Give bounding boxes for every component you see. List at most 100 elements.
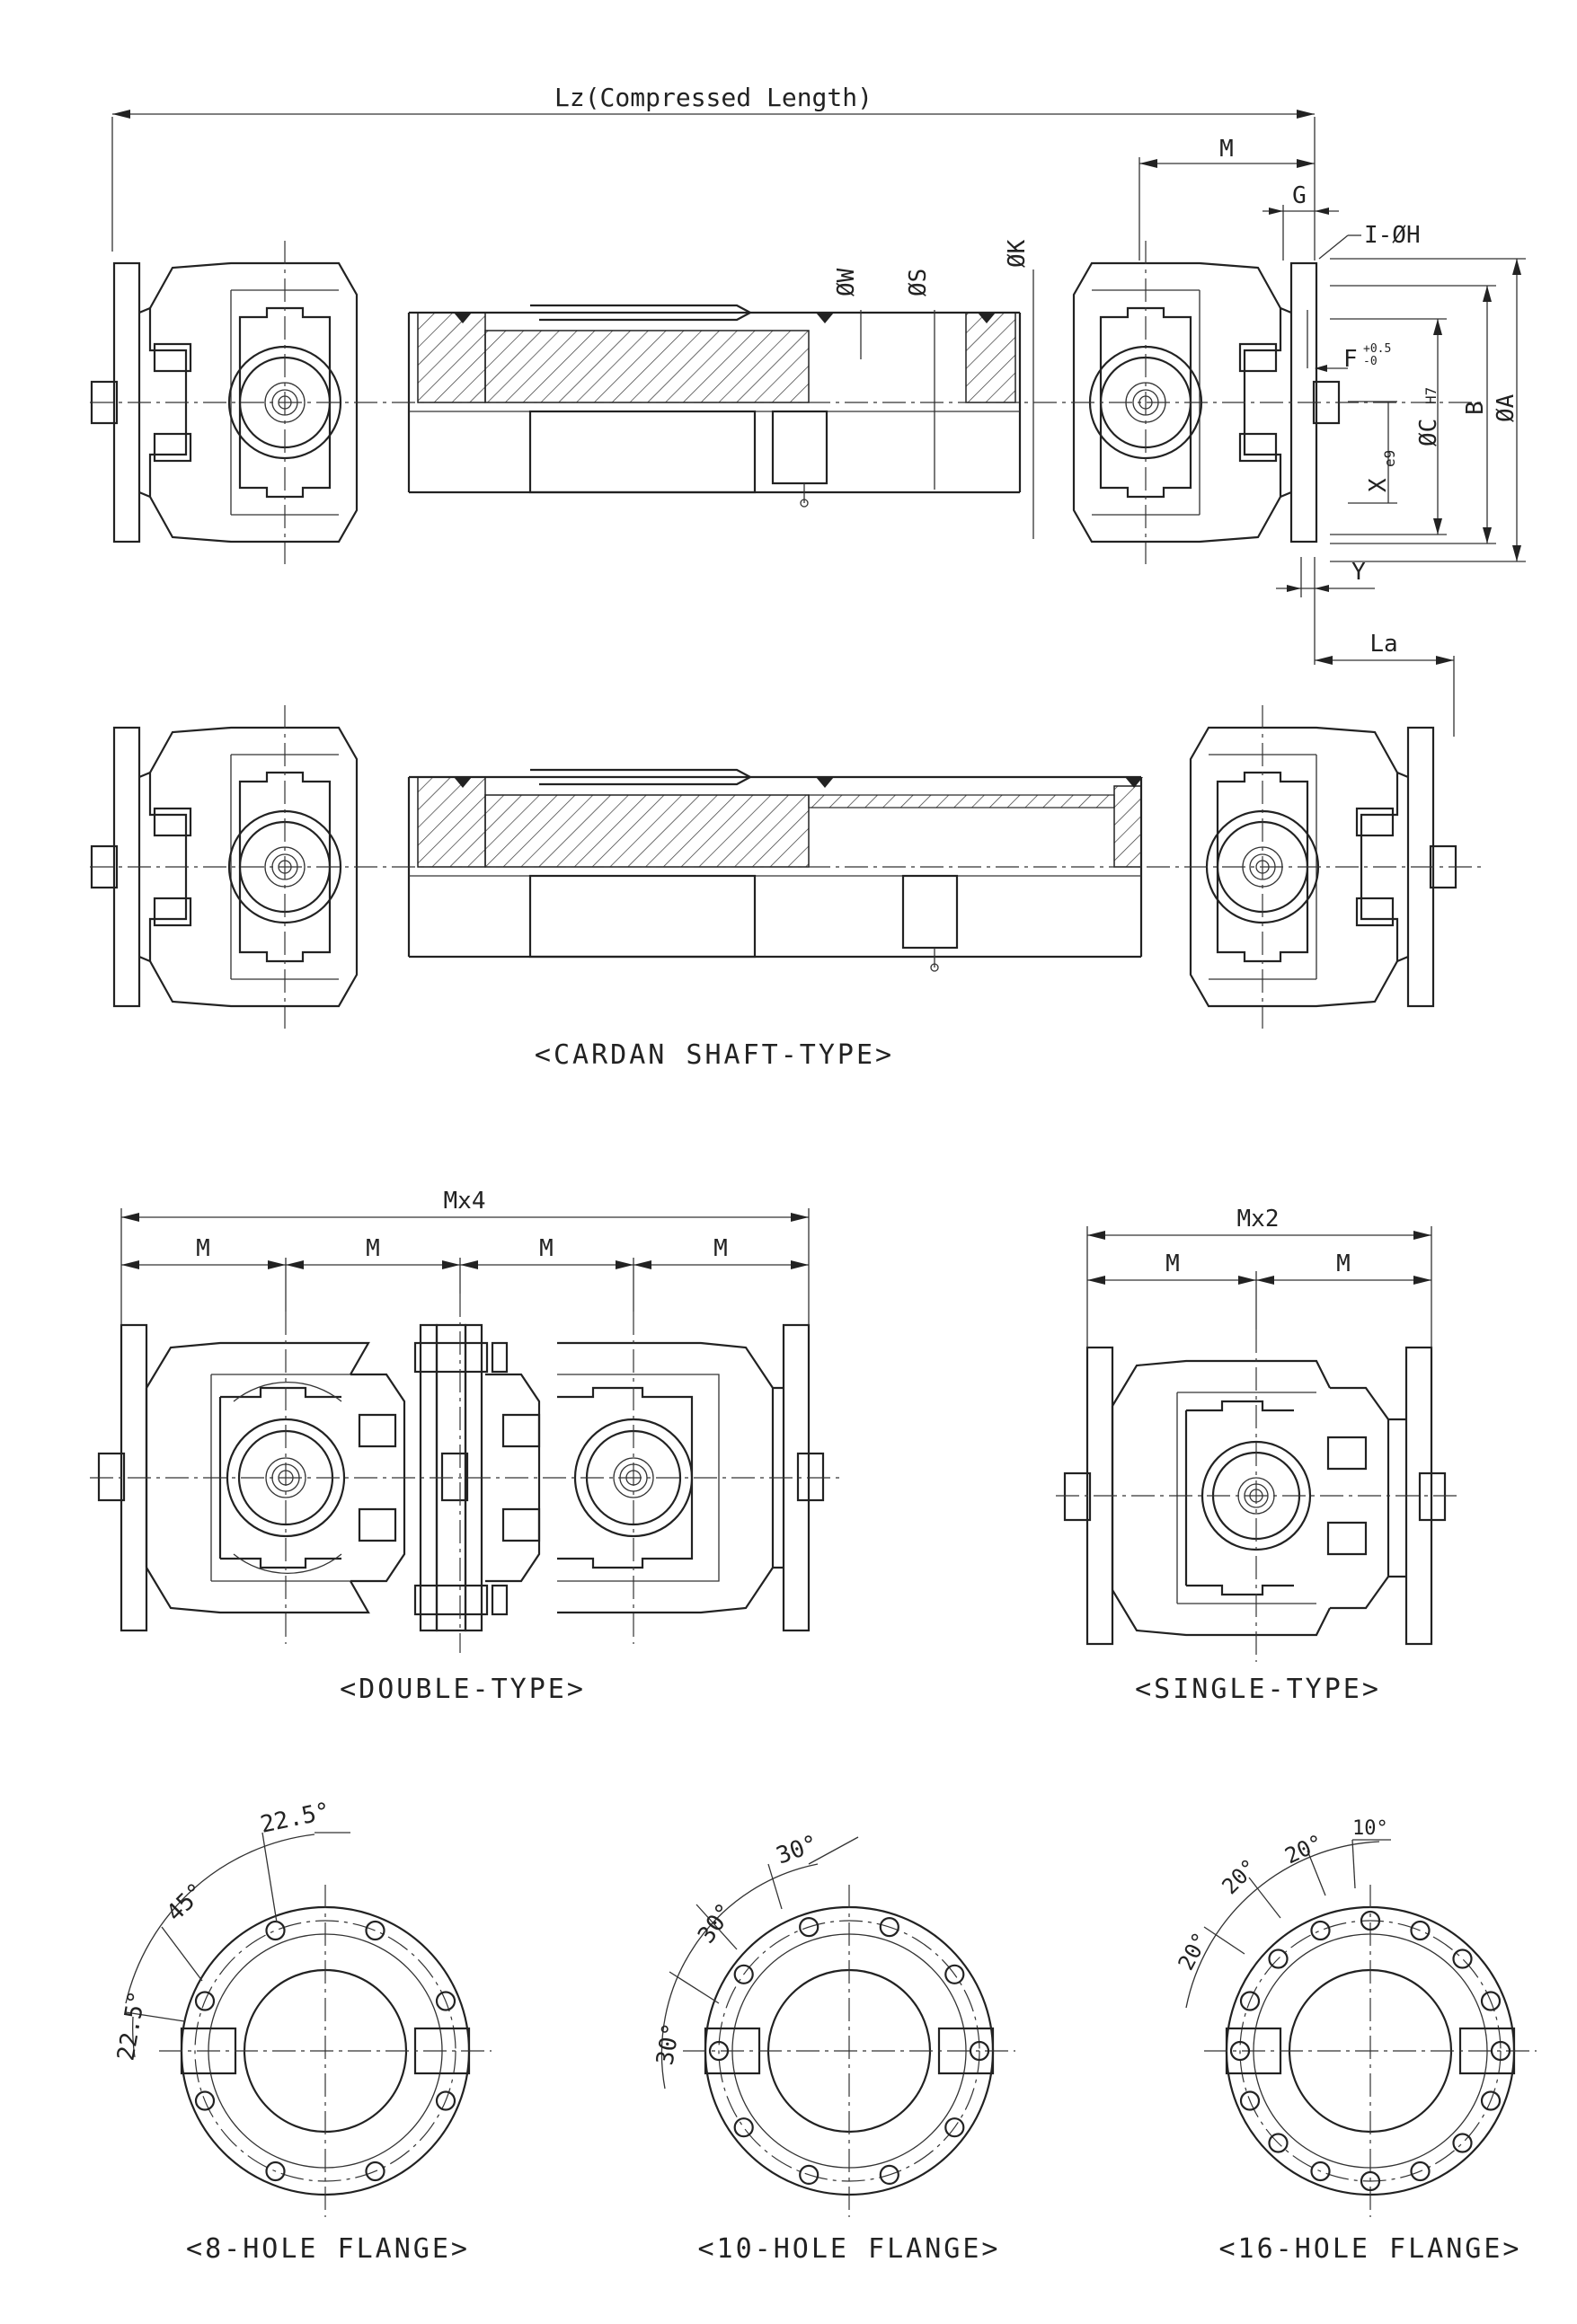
flange16-bolt-hole-9 [1229,2040,1251,2062]
flange16-bolt-hole-6 [1310,2161,1331,2182]
flange-16-angle-2: 20° [1281,1830,1327,1869]
flange10-bolt-hole-3 [879,2164,899,2185]
f-tol-upper: +0.5 [1363,342,1391,356]
k-label: ØK [1004,239,1031,268]
cardan-view-2-right-joint-lug-bottom [1355,897,1395,927]
flange16-bolt-hole-10 [1239,1991,1261,2011]
cardan-view-1-left-joint-lug-top [153,342,192,373]
cardan-view-2-left-joint-lug-bottom [153,897,192,927]
cardan-view-1-left-joint-cross-block [238,306,332,499]
flange16-bolt-hole-8 [1239,2090,1261,2111]
cardan-view-2-body-lower [528,874,757,959]
cardan-caption: <CARDAN SHAFT-TYPE> [535,1039,894,1071]
double-m-3: M [539,1235,554,1262]
flange-10-angles: 30° 30° 30° [651,1830,859,2090]
single-dimensions: Mx2 M M [1086,1206,1432,1348]
flange8-bolt-hole-6 [265,1920,286,1941]
cardan-view-2-grease-block [901,874,959,950]
double-m-4: M [713,1235,728,1262]
flange-16-caption: <16-HOLE FLANGE> [1219,2233,1522,2265]
flange8-bolt-hole-2 [365,2161,385,2182]
flange16-bolt-hole-15 [1452,1948,1473,1969]
cardan-view-2-weld-mark-3 [1125,777,1143,788]
flange10-bolt-hole-9 [879,1917,899,1938]
flange10-bolt-hole-1 [969,2040,990,2062]
cardan-view-2-left-joint-cross-block [238,771,332,963]
cardan-shaft-lower-view [90,705,1483,1029]
b-label: B [1462,401,1489,415]
flange-16-angle-4: 20° [1174,1928,1214,1974]
flange8-bolt-hole-5 [194,1991,216,2011]
flange16-bolt-hole-2 [1480,2090,1502,2111]
flange-10-angle-1: 30° [773,1830,821,1869]
x-tol: e9 [1381,450,1398,467]
cardan-view-2-weld-mark-2 [816,777,834,788]
flange-8-angles: 22.5° 45° 22.5° [112,1798,350,2063]
flange16-bolt-hole-13 [1360,1910,1381,1931]
flange16-bolt-hole-5 [1360,2170,1381,2192]
f-tol-lower: -0 [1363,355,1378,368]
flange-8-hole [159,1885,492,2217]
flange-16-angle-1: 10° [1352,1817,1388,1840]
single-caption: <SINGLE-TYPE> [1135,1674,1381,1705]
cardan-view-1-weld-mark-1 [454,313,472,323]
flange16-bolt-hole-4 [1410,2161,1431,2182]
cardan-view-1-weld-mark-2 [816,313,834,323]
flange10-bolt-hole-10 [944,1964,965,1984]
cardan-view-1-right-joint-lug-bottom [1238,432,1278,463]
m-label: M [1219,136,1234,163]
flange10-bolt-hole-6 [708,2040,730,2062]
cardan-view-2-right-joint-cross-block [1216,771,1309,963]
double-total-label: Mx4 [444,1188,486,1215]
w-label: ØW [833,268,860,296]
flange16-bolt-hole-1 [1490,2040,1511,2062]
a-label: ØA [1493,393,1519,422]
single-m-1: M [1165,1250,1180,1277]
s-label: ØS [905,269,932,296]
cardan-dimensions: Lz(Compressed Length) M G I-ØH ØW ØS ØK … [111,83,1526,737]
flange-16-angles: 10° 20° 20° 20° [1174,1817,1391,2009]
cardan-view-2-right-joint-yoke-inner [1360,771,1409,963]
cardan-view-2-left-joint-lug-top [153,807,192,837]
flange8-bolt-hole-3 [265,2161,286,2182]
flange8-bolt-hole-4 [194,2090,216,2111]
c-tol: H7 [1422,387,1440,404]
flange8-bolt-hole-7 [365,1920,385,1941]
flange-10-angle-3: 30° [651,2021,686,2067]
double-m-1: M [196,1235,210,1262]
la-label: La [1369,631,1397,658]
cardan-shaft-upper-view [90,241,1483,564]
single-type-drawing [1056,1330,1460,1662]
flange16-bolt-hole-14 [1410,1920,1431,1941]
cardan-view-2-sleeve [530,768,753,786]
cardan-view-1-body-lower [528,410,757,494]
flange-10-angle-2: 30° [693,1898,740,1948]
cardan-view-2-right-joint-lug-top [1355,807,1395,837]
flange-10-caption: <10-HOLE FLANGE> [698,2233,1001,2265]
x-label: X [1365,478,1392,492]
cardan-view-2-hatch-tube [808,794,1115,809]
double-caption: <DOUBLE-TYPE> [340,1674,586,1705]
single-m-2: M [1336,1250,1351,1277]
lz-label: Lz(Compressed Length) [554,83,873,112]
flange16-bolt-hole-12 [1310,1920,1331,1941]
cardan-view-1-grease-nipple [800,499,809,508]
flange-16-hole [1204,1885,1537,2217]
flange10-bolt-hole-7 [733,1964,754,1984]
i-h-label: I-ØH [1364,222,1421,249]
f-label: F [1343,346,1358,373]
single-total-label: Mx2 [1237,1206,1280,1233]
y-label: Y [1351,559,1366,586]
double-dimensions: Mx4 M M M M [120,1188,810,1325]
cardan-view-1-right-joint-cross-block [1099,306,1192,499]
flange16-bolt-hole-7 [1268,2133,1289,2153]
g-label: G [1292,182,1307,209]
flange10-bolt-hole-8 [799,1917,820,1938]
flange10-bolt-hole-4 [799,2164,820,2185]
cardan-view-2-grease-nipple [930,963,939,972]
cardan-view-1-hatch-left [417,312,486,403]
cardan-view-1-grease-block [771,410,828,485]
cardan-view-2-hatch-left [417,776,486,868]
flange-8-angle-3: 22.5° [112,1989,151,2063]
